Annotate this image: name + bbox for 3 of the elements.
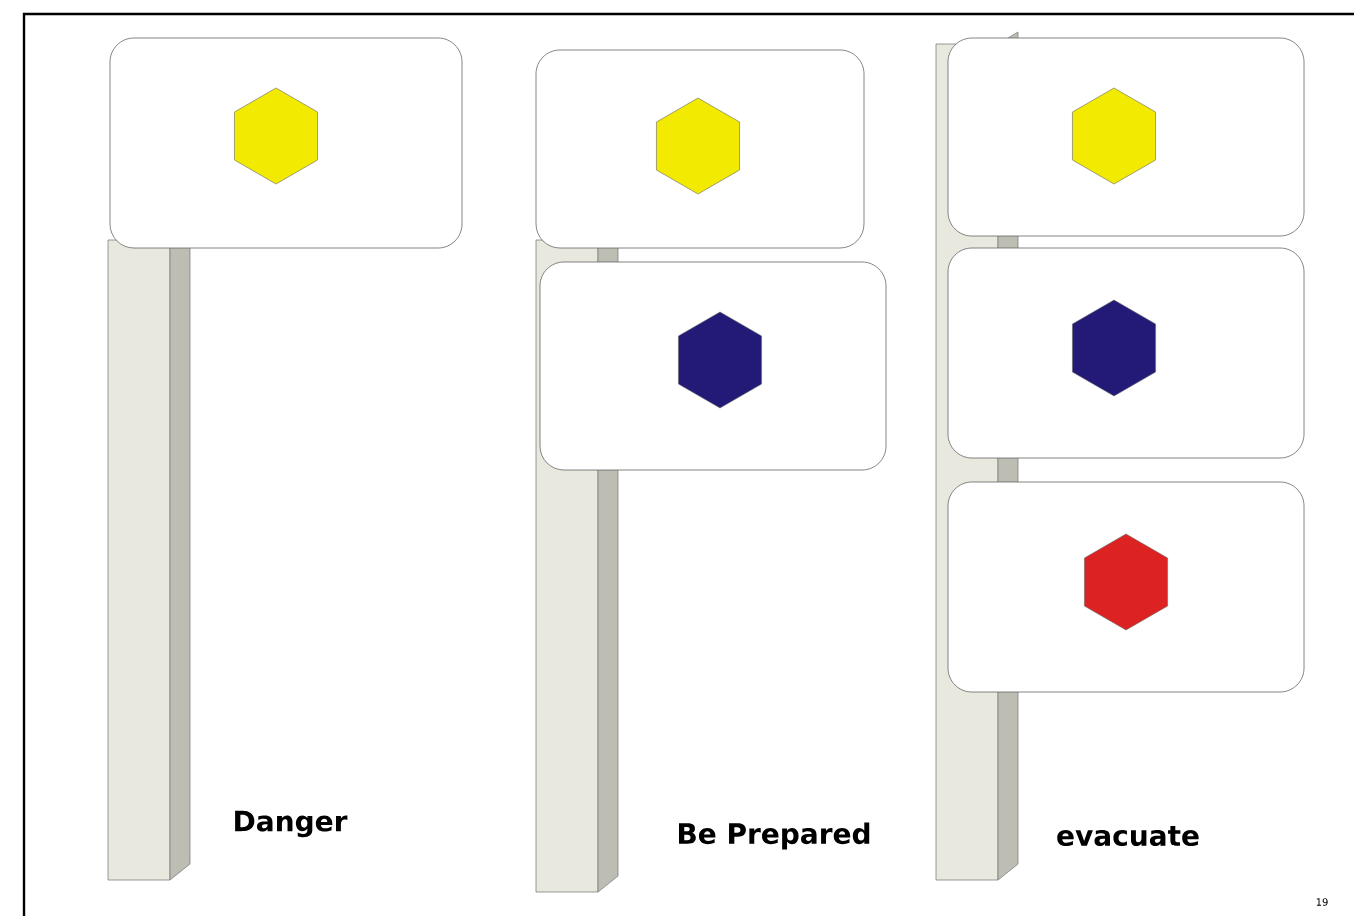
sign-caption: Be Prepared bbox=[679, 822, 870, 850]
sign-caption: evacuate bbox=[1057, 826, 1199, 847]
sign-caption: Danger bbox=[235, 810, 348, 838]
